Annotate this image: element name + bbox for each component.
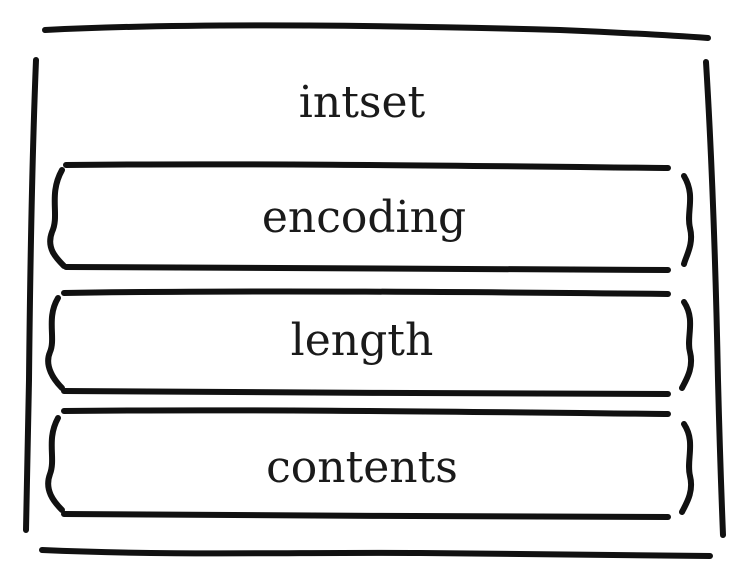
field-top-line — [61, 288, 671, 297]
field-bottom-line — [61, 511, 671, 520]
field-top-line — [61, 407, 671, 417]
field-box-contents: contents — [45, 407, 694, 520]
struct-title: intset — [299, 77, 426, 128]
outer-right-line — [703, 59, 726, 538]
field-bottom-line — [61, 388, 671, 397]
field-label-encoding: encoding — [262, 192, 466, 243]
outer-struct-box — [23, 22, 726, 559]
field-left-brace — [45, 295, 65, 391]
field-box-encoding: encoding — [47, 161, 695, 273]
field-bottom-line — [63, 264, 671, 273]
field-right-brace — [681, 173, 695, 267]
field-right-brace — [679, 421, 694, 515]
field-left-brace — [45, 415, 65, 513]
field-label-length: length — [291, 315, 434, 366]
outer-left-line — [23, 57, 39, 533]
field-box-length: length — [45, 288, 694, 397]
outer-bottom-line — [39, 547, 713, 559]
field-left-brace — [47, 167, 67, 269]
field-right-brace — [679, 299, 694, 391]
field-top-line — [63, 161, 671, 171]
outer-top-line — [42, 22, 711, 41]
field-label-contents: contents — [266, 442, 458, 493]
